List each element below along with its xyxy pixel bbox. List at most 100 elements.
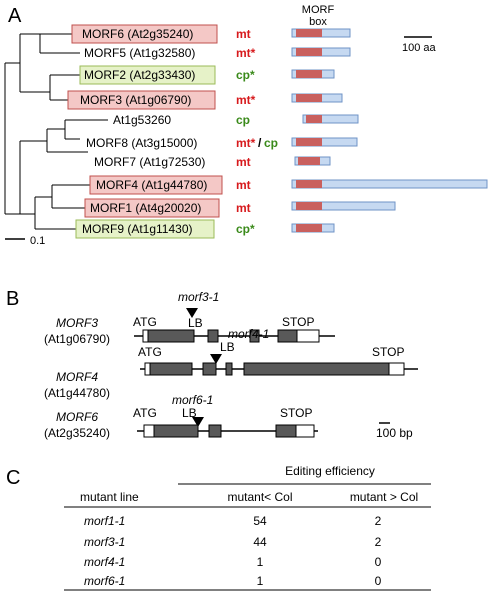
loc-label-mt: mt: [236, 178, 251, 192]
gene-name: MORF3: [56, 316, 98, 330]
gene-label: MORF2 (At2g33430): [84, 68, 195, 82]
gene-label: MORF1 (At4g20020): [90, 201, 201, 215]
panel-b-letter: B: [6, 288, 19, 310]
gene-label: MORF6 (At2g35240): [82, 27, 193, 41]
column-header: mutant > Col: [350, 490, 418, 504]
label-highlight-mt: [89, 175, 223, 195]
utr: [142, 329, 149, 343]
utr: [388, 362, 405, 376]
morf-box: [296, 180, 322, 188]
label-highlight-cp: [75, 219, 215, 239]
table-cell-less: 1: [257, 574, 264, 588]
bp-scale-label: 100 bp: [376, 426, 413, 440]
gene-label: MORF3 (At1g06790): [80, 93, 191, 107]
stop-label: STOP: [280, 406, 312, 420]
mutant-label: morf3-1: [178, 290, 219, 304]
stop-label: STOP: [372, 345, 404, 359]
table-cell-line: morf6-1: [84, 574, 125, 588]
table-cell-more: 2: [375, 535, 382, 549]
morf-box: [296, 138, 322, 146]
lb-label: LB: [220, 340, 235, 354]
column-header: mutant< Col: [227, 490, 292, 504]
loc-label-mt: mt: [236, 201, 251, 215]
utr: [144, 362, 151, 376]
gene-labels: MORF6 (At2g35240) MORF5 (At1g32580) MORF…: [67, 24, 223, 239]
mutant-label: morf4-1: [228, 327, 269, 341]
gene-label: MORF5 (At1g32580): [84, 46, 195, 60]
utr: [295, 424, 315, 438]
utr: [296, 329, 320, 343]
morf-box: [296, 224, 322, 232]
label-highlight-mt: [71, 24, 218, 44]
table-cell-line: morf1-1: [84, 514, 125, 528]
loc-label-cp: cp*: [236, 222, 255, 236]
mutant-label: morf6-1: [172, 393, 213, 407]
morf-box: [306, 115, 322, 123]
table-cell-less: 54: [253, 514, 267, 528]
loc-label-mt: mt*: [236, 136, 256, 150]
loc-label-cp: cp: [236, 113, 250, 127]
gene-label: MORF4 (At1g44780): [96, 178, 207, 192]
protein-bar: [302, 114, 359, 124]
loc-label-mt: mt*: [236, 46, 256, 60]
exon: [208, 424, 222, 438]
label-highlight-mt: [67, 90, 216, 110]
gene-model-morf4: MORF4 (At1g44780) ATG morf4-1 LB STOP: [44, 327, 418, 400]
gene-label: MORF7 (At1g72530): [94, 155, 205, 169]
morf-box: [296, 94, 322, 102]
gene-model-morf6: MORF6 (At2g35240) ATG morf6-1 LB STOP: [44, 393, 318, 440]
lb-label: LB: [182, 406, 197, 420]
table-cell-less: 44: [253, 535, 267, 549]
exon: [225, 362, 233, 376]
morf-box: [298, 157, 320, 165]
stop-label: STOP: [282, 315, 314, 329]
loc-label-mt: mt: [236, 27, 251, 41]
localization-labels: mt mt* cp* mt* cp mt* / cp mt mt mt cp*: [236, 27, 278, 236]
label-highlight-mt: [84, 198, 220, 218]
gene-label: At1g53260: [113, 113, 171, 127]
insertion-triangle: [210, 354, 222, 364]
gene-locus: (At1g06790): [44, 332, 110, 346]
lb-label: LB: [188, 316, 203, 330]
gene-label: MORF9 (At1g11430): [82, 222, 193, 236]
loc-label-mt: mt*: [236, 93, 256, 107]
morf-box-header-line2: box: [309, 16, 327, 28]
gene-model-morf3: MORF3 (At1g06790) ATG morf3-1 LB STOP: [44, 290, 335, 346]
table-cell-more: 0: [375, 574, 382, 588]
protein-bars: [291, 28, 488, 233]
table-cell-line: morf4-1: [84, 555, 125, 569]
phylogenetic-tree: [4, 33, 108, 230]
exon: [147, 329, 195, 343]
morf-box: [296, 70, 322, 78]
loc-label-cp: cp*: [236, 68, 255, 82]
label-highlight-cp: [79, 65, 216, 85]
protein-bar: [291, 137, 358, 147]
loc-label-separator: /: [258, 136, 262, 150]
exon: [149, 362, 193, 376]
table-cell-less: 1: [257, 555, 264, 569]
table-group-header: Editing efficiency: [285, 464, 375, 478]
table-cell-more: 2: [375, 514, 382, 528]
gene-locus: (At1g44780): [44, 386, 110, 400]
atg-label: ATG: [138, 345, 162, 359]
morf-box: [296, 202, 322, 210]
exon: [243, 362, 390, 376]
utr: [143, 424, 155, 438]
protein-bar: [291, 201, 396, 211]
loc-label-cp: cp: [264, 136, 278, 150]
protein-bar: [291, 179, 488, 189]
insertion-triangle: [186, 308, 198, 318]
gene-name: MORF4: [56, 370, 98, 384]
insertion-triangle: [192, 417, 204, 427]
gene-locus: (At2g35240): [44, 426, 110, 440]
editing-efficiency-table: Editing efficiency mutant line mutant< C…: [64, 464, 431, 591]
gene-label: MORF8 (At3g15000): [86, 136, 197, 150]
atg-label: ATG: [133, 406, 157, 420]
atg-label: ATG: [133, 315, 157, 329]
exon: [153, 424, 199, 438]
exon: [249, 329, 260, 343]
loc-label-mt: mt: [236, 155, 251, 169]
table-cell-more: 0: [375, 555, 382, 569]
protein-scale-label: 100 aa: [402, 42, 437, 54]
